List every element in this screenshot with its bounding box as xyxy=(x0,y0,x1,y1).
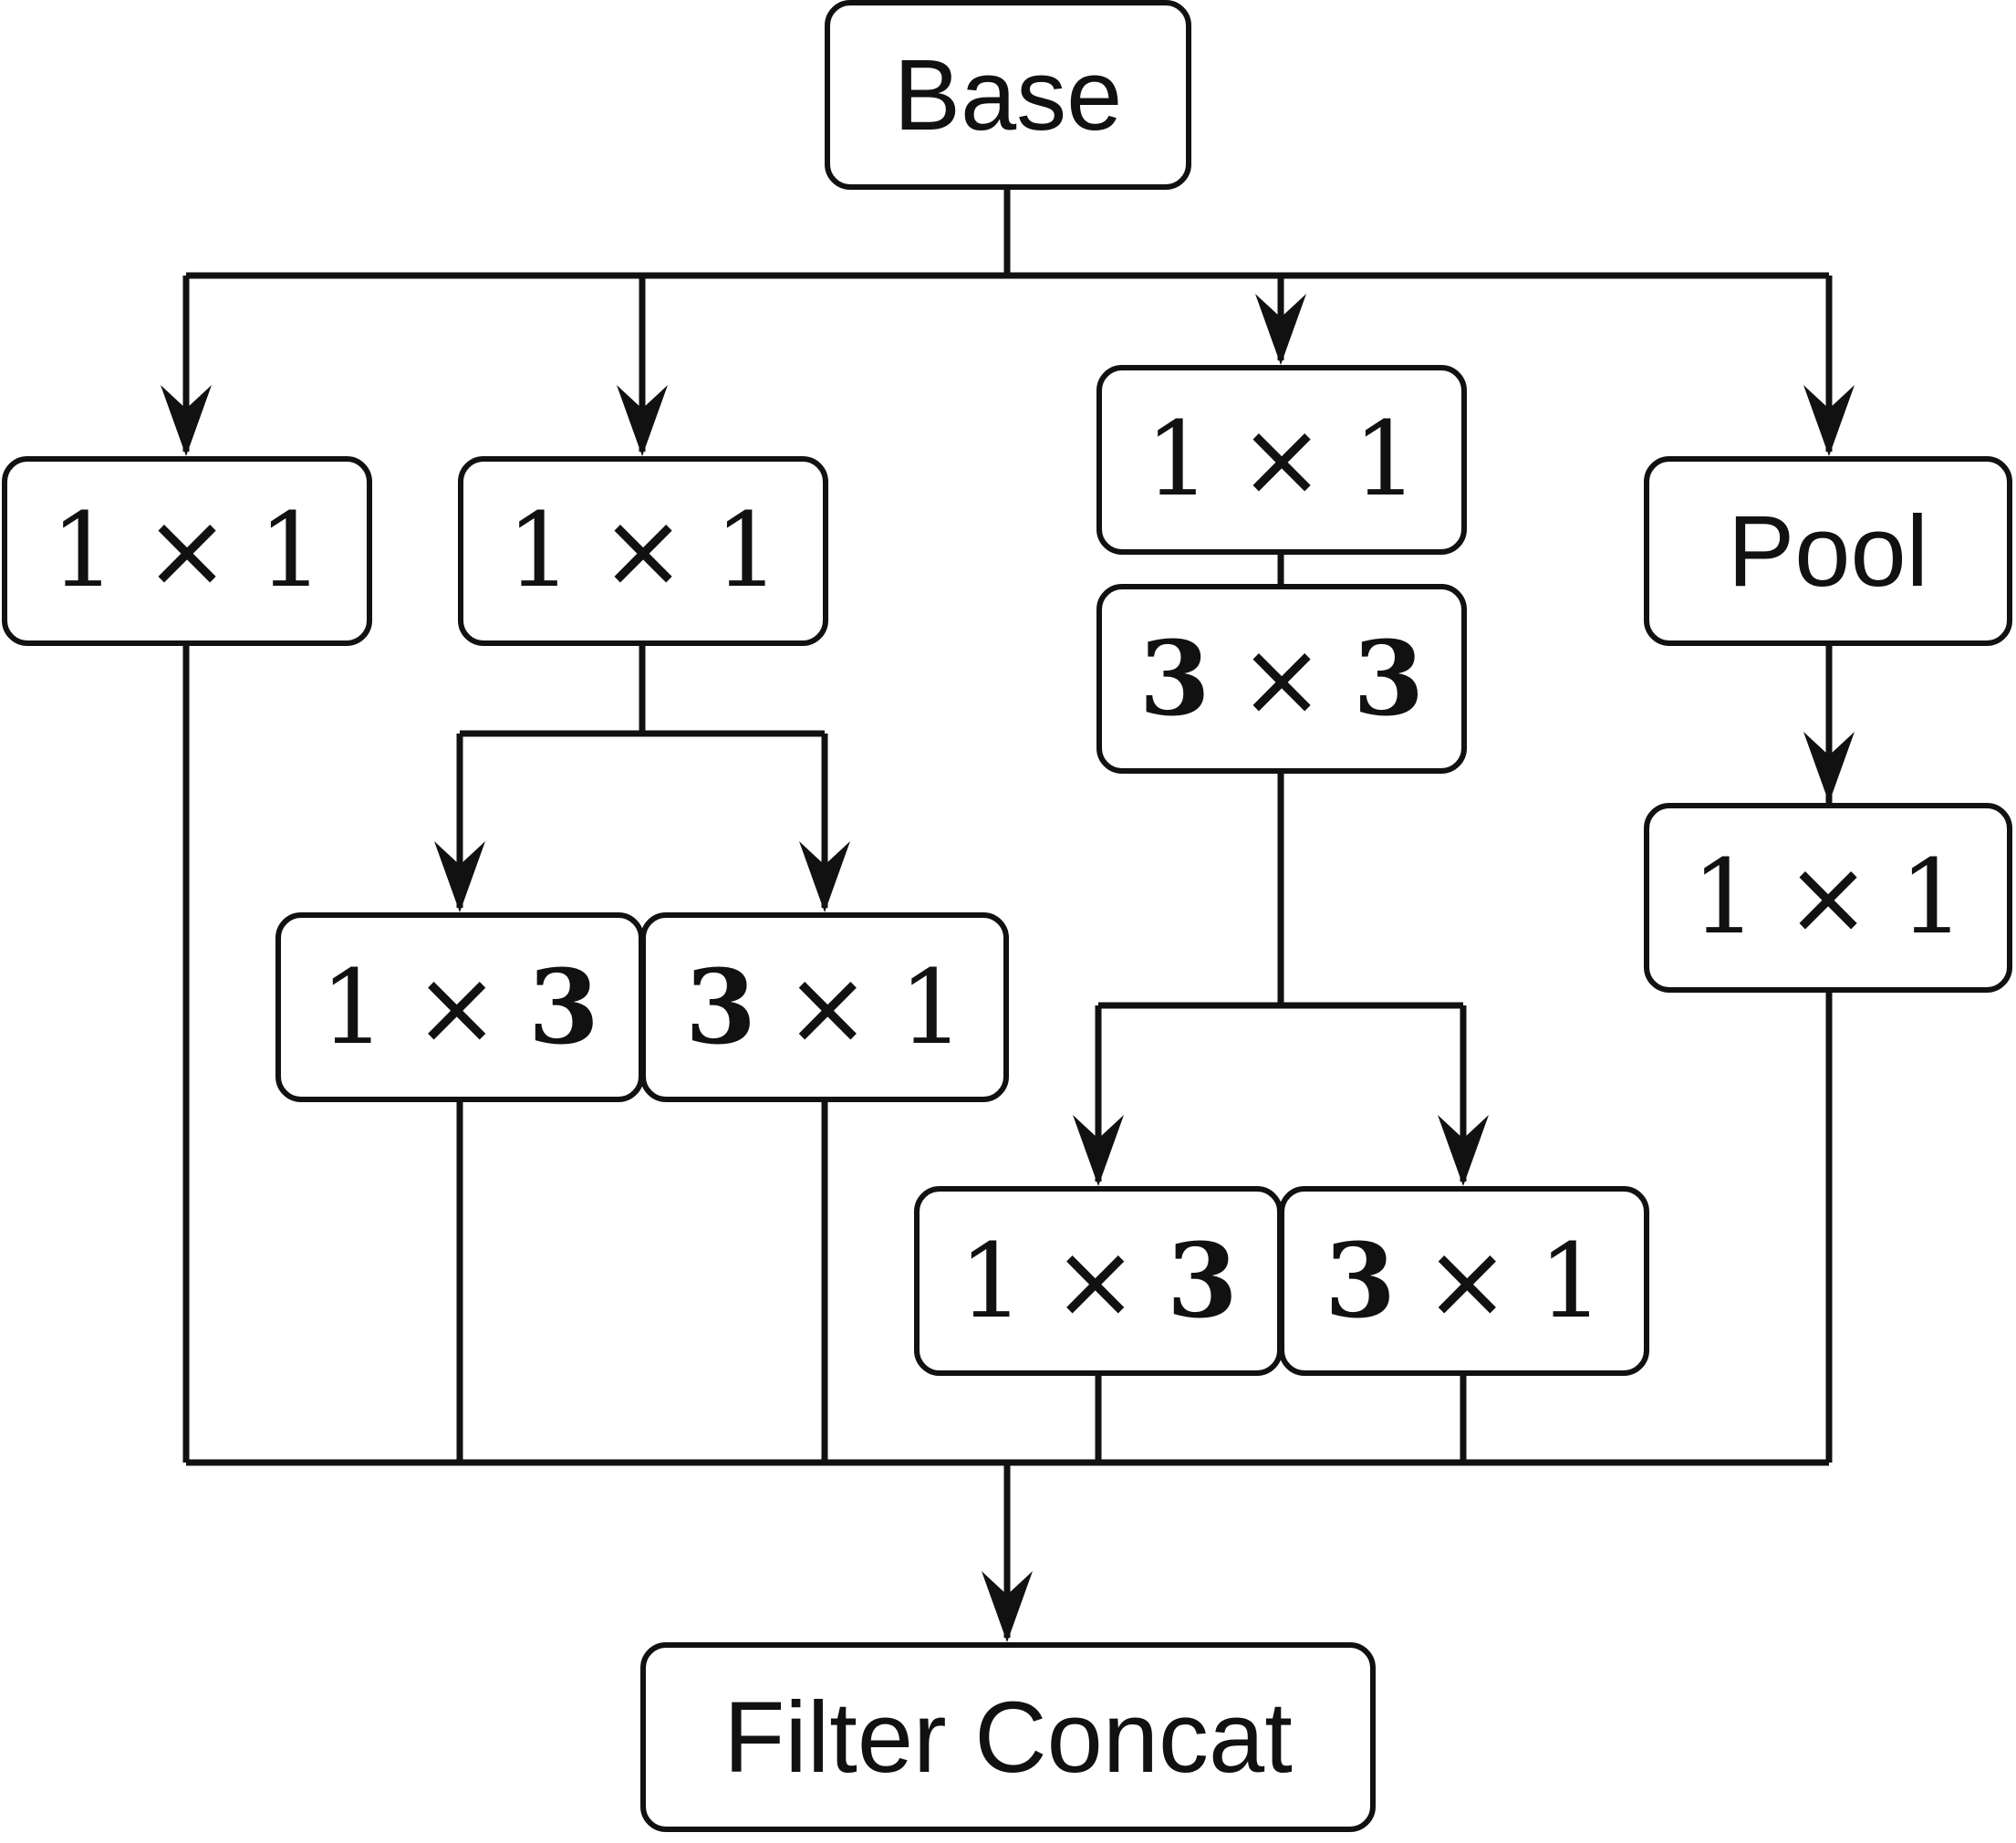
branch3-split-b-label: 3×1 xyxy=(1325,1221,1604,1341)
arrowhead xyxy=(799,841,850,912)
branch3-conv-1x3-node: 1×3 xyxy=(914,1186,1283,1376)
arrowhead xyxy=(161,385,212,456)
branch4-conv-label: 1×1 xyxy=(1691,838,1965,957)
branch3-split-a-label: 1×3 xyxy=(959,1221,1238,1341)
pool-label: Pool xyxy=(1727,495,1929,608)
arrowhead xyxy=(1438,1115,1489,1186)
arrowhead xyxy=(434,841,485,912)
branch3-conv-1x1-node: 1×1 xyxy=(1096,365,1467,555)
branch3-conv-label: 1×1 xyxy=(1145,401,1418,519)
branch2-split-a-label: 1×3 xyxy=(320,947,599,1067)
branch3-conv-3x3-node: 3×3 xyxy=(1096,584,1467,774)
branch1-conv-1x1-node: 1×1 xyxy=(2,456,372,646)
pool-node: Pool xyxy=(1644,456,2012,646)
branch2-split-b-label: 3×1 xyxy=(685,947,964,1067)
arrowhead xyxy=(1073,1115,1124,1186)
base-node: Base xyxy=(825,0,1191,190)
arrowhead xyxy=(1803,732,1855,803)
branch3-conv-3x1-node: 3×1 xyxy=(1279,1186,1649,1376)
base-label: Base xyxy=(893,38,1123,151)
branch2-conv-3x1-node: 3×1 xyxy=(640,912,1009,1102)
branch2-conv-label: 1×1 xyxy=(506,492,780,610)
branch4-conv-1x1-node: 1×1 xyxy=(1644,803,2012,993)
arrowhead xyxy=(982,1571,1033,1642)
branch2-conv-1x3-node: 1×3 xyxy=(275,912,644,1102)
arrowhead xyxy=(1255,294,1306,365)
branch3-conv2-label: 3×3 xyxy=(1138,619,1425,739)
filter-concat-label: Filter Concat xyxy=(723,1681,1293,1794)
arrowhead xyxy=(1803,385,1855,456)
branch1-conv-label: 1×1 xyxy=(50,492,324,610)
branch2-conv-1x1-node: 1×1 xyxy=(458,456,828,646)
filter-concat-node: Filter Concat xyxy=(640,1642,1376,1832)
arrowhead xyxy=(617,385,668,456)
